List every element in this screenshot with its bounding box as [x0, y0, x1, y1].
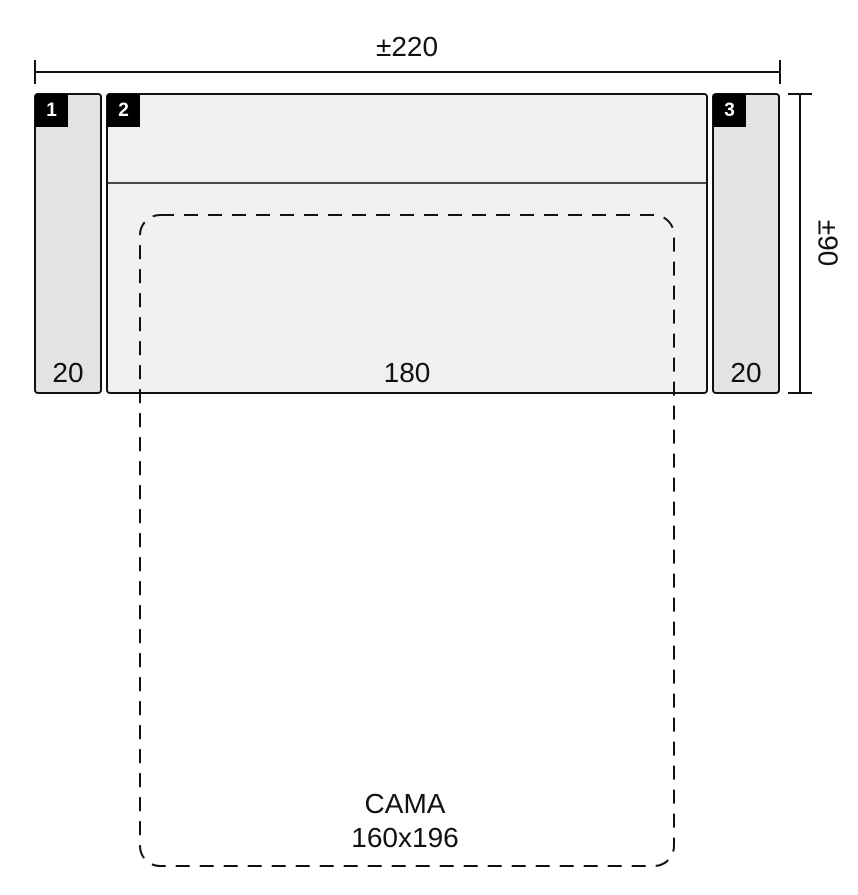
module-1-width-label: 20	[52, 357, 83, 388]
width-dimension-label: ±220	[376, 31, 438, 62]
module-2-width-label: 180	[384, 357, 431, 388]
module-3-right-armrest: 3 20	[712, 93, 780, 394]
bed-label: CAMA	[365, 788, 446, 819]
module-2-seat: 2 180	[106, 93, 708, 394]
bed-size-label: 160x196	[351, 822, 458, 853]
seat-body	[106, 93, 708, 394]
module-1-badge-label: 1	[46, 100, 57, 121]
module-3-width-label: 20	[730, 357, 761, 388]
right-armrest-body	[712, 93, 780, 394]
module-2-badge	[107, 94, 140, 127]
left-armrest-body	[34, 93, 102, 394]
bed-dashed-outline	[139, 214, 675, 867]
module-2-badge-label: 2	[118, 100, 129, 121]
module-3-badge	[713, 94, 746, 127]
width-dimension: ±220	[34, 31, 781, 84]
module-1-badge	[35, 94, 68, 127]
depth-dimension: ±90	[788, 93, 844, 394]
module-1-left-armrest: 1 20	[34, 93, 102, 394]
module-3-badge-label: 3	[724, 100, 735, 121]
bed-outline: CAMA 160x196	[139, 214, 675, 867]
depth-dimension-label: ±90	[813, 220, 844, 267]
